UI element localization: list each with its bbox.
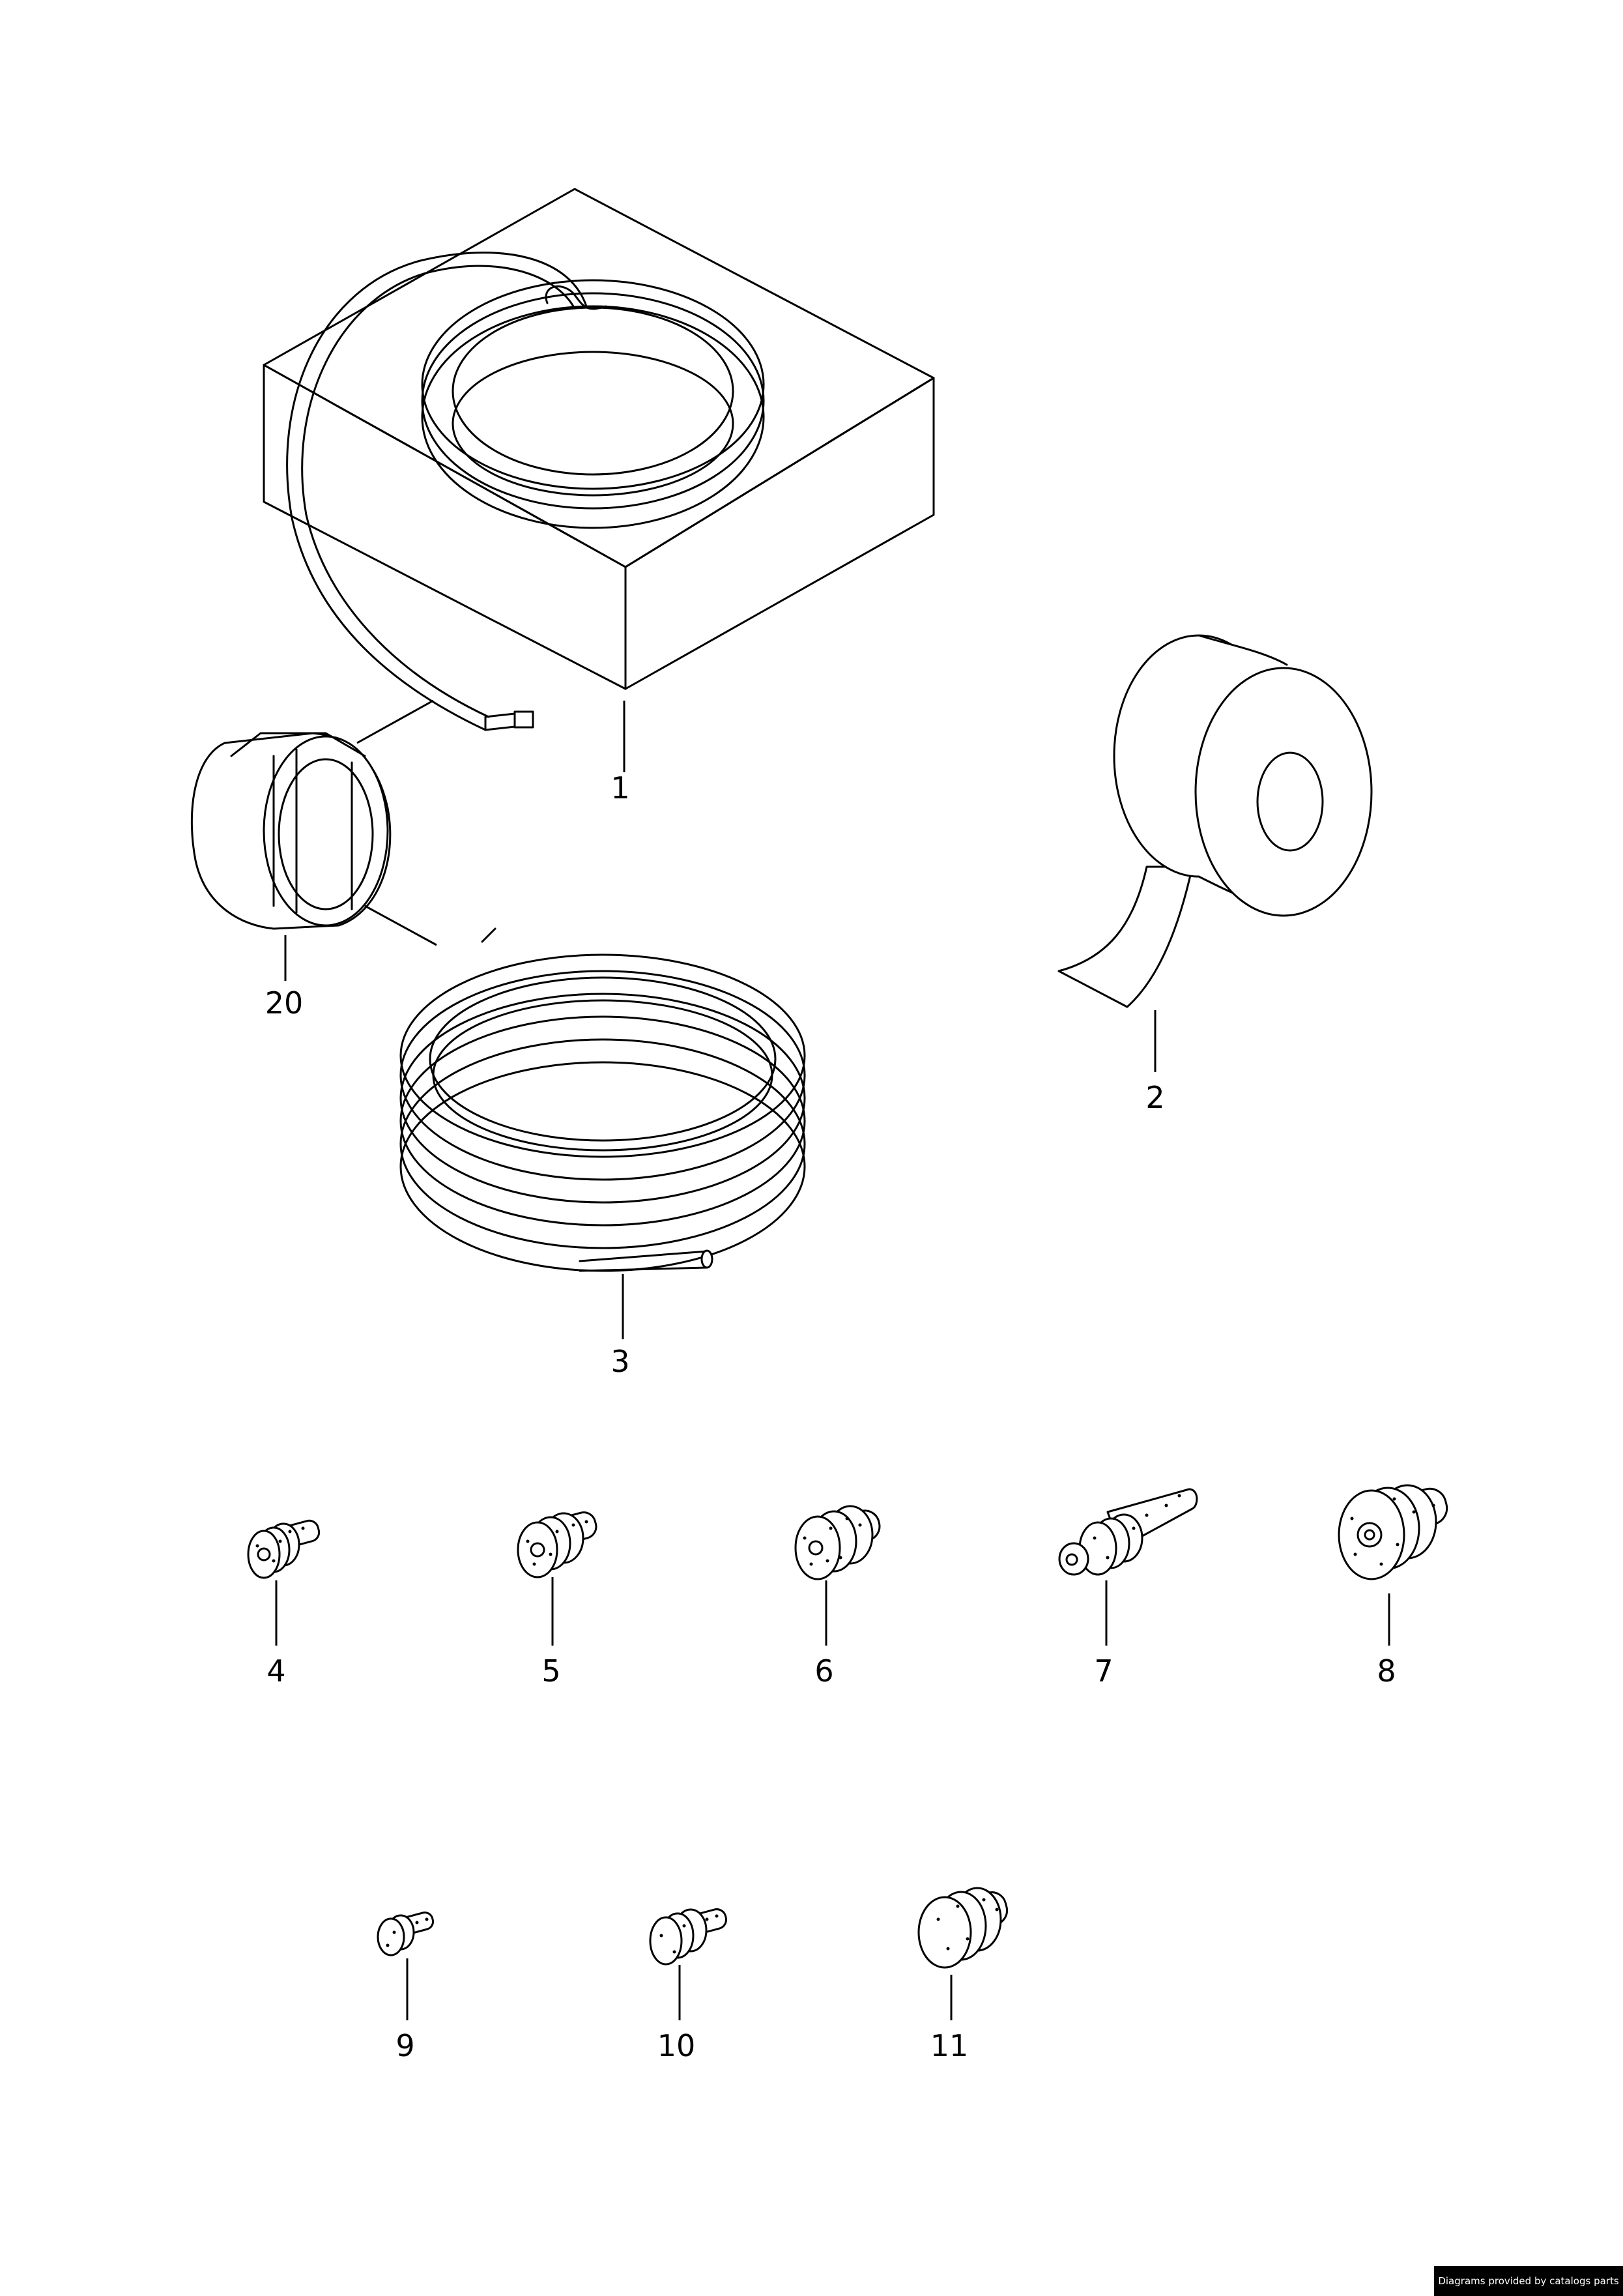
- part-8-wire-seal[interactable]: 8: [1338, 1484, 1450, 1689]
- callout-10: 10: [657, 2028, 696, 2063]
- callout-4: 4: [266, 1653, 285, 1689]
- callout-2: 2: [1145, 1080, 1164, 1115]
- callout-7: 7: [1094, 1653, 1113, 1689]
- part-10-wire-seal[interactable]: 10: [649, 1907, 728, 2063]
- callout-1: 1: [610, 770, 629, 806]
- diagram-credit-badge: Diagrams provided by catalogs parts: [1434, 2266, 1623, 2296]
- callout-11: 11: [930, 2028, 969, 2063]
- callout-8: 8: [1377, 1653, 1396, 1689]
- part-2-tape-roll[interactable]: 2: [1057, 634, 1373, 1115]
- part-7-wire-seal[interactable]: 7: [1058, 1488, 1198, 1689]
- part-5-wire-seal[interactable]: 5: [517, 1510, 599, 1689]
- part-4-wire-seal[interactable]: 4: [247, 1519, 321, 1689]
- callout-5: 5: [541, 1653, 560, 1689]
- part-3-tube-coil[interactable]: 3: [399, 927, 806, 1379]
- callout-20: 20: [265, 985, 304, 1021]
- part-11-wire-seal[interactable]: 11: [917, 1887, 1011, 2063]
- callout-9: 9: [395, 2028, 414, 2063]
- callout-3: 3: [610, 1344, 629, 1379]
- part-1-wire-coil-package[interactable]: 1: [263, 188, 935, 806]
- part-9-wire-seal[interactable]: 9: [377, 1911, 435, 2063]
- part-6-wire-seal[interactable]: 6: [794, 1505, 883, 1689]
- part-20-cable-clip[interactable]: 20: [190, 699, 437, 1021]
- callout-6: 6: [814, 1653, 833, 1689]
